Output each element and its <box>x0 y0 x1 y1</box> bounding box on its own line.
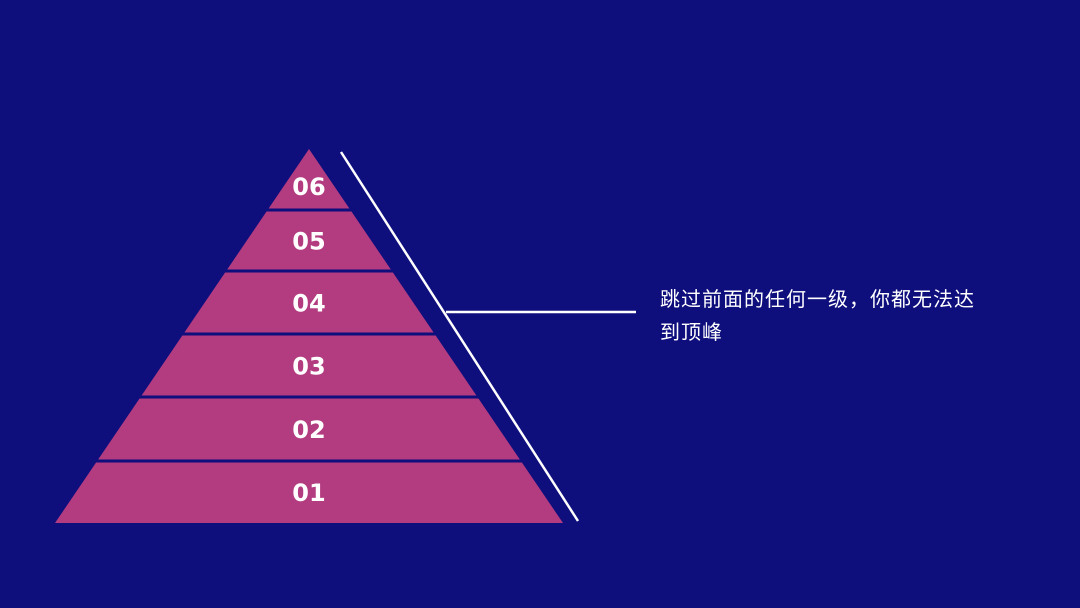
pyramid-level-04 <box>184 272 434 333</box>
pyramid-levels: 06 05 04 03 02 01 <box>55 149 563 523</box>
annotation-text: 跳过前面的任何一级，你都无法达到顶峰 <box>660 287 975 344</box>
pyramid-level-label: 05 <box>292 228 325 256</box>
pyramid-level-label: 02 <box>292 416 325 444</box>
pyramid-level-06 <box>268 149 350 209</box>
pyramid-level-05 <box>227 211 391 270</box>
pyramid-level-label: 01 <box>292 479 325 507</box>
pyramid-level-label: 04 <box>292 290 325 318</box>
bracket-line <box>339 151 580 522</box>
pyramid-level-label: 06 <box>292 173 325 201</box>
pyramid-level-02 <box>98 398 520 460</box>
pyramid-level-label: 03 <box>292 353 325 381</box>
pyramid-level-03 <box>141 335 477 396</box>
pyramid-level-01 <box>55 462 563 523</box>
